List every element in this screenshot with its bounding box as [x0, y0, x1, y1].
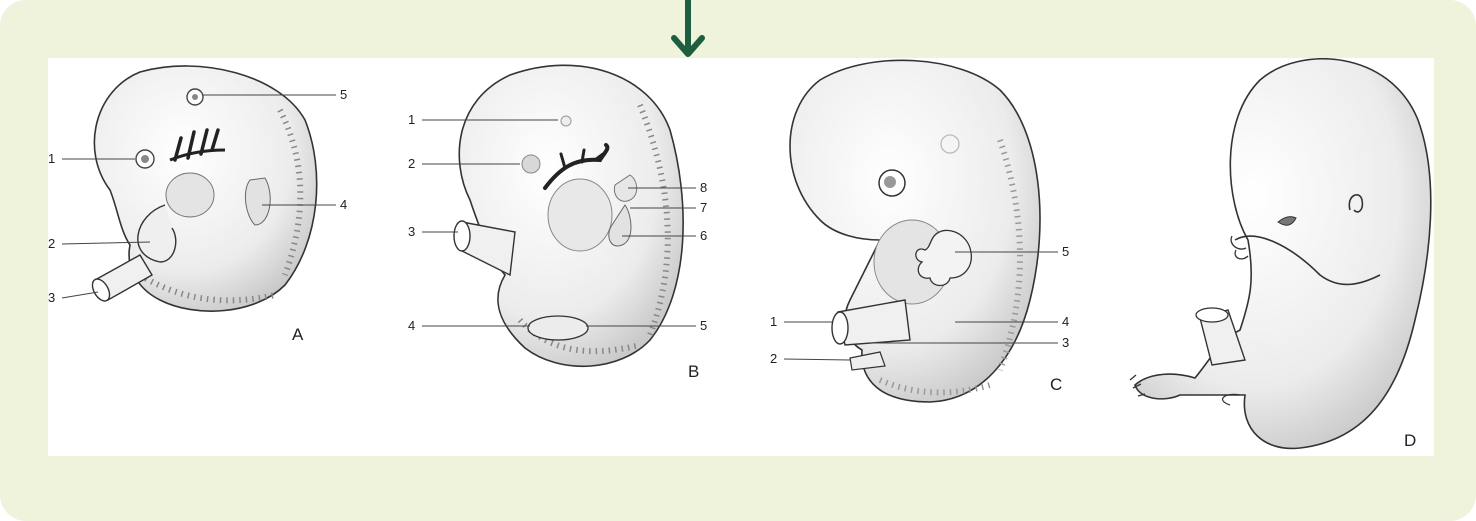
label-c-5: 5	[1062, 244, 1069, 259]
label-b-6: 6	[700, 228, 707, 243]
label-b-2: 2	[408, 156, 415, 171]
label-c-3: 3	[1062, 335, 1069, 350]
label-b-4: 4	[408, 318, 415, 333]
embryo-a: 1 2 3 4 5 A	[48, 66, 347, 344]
embryo-stages-figure: 1 2 3 4 5 A 1 2 3 4	[48, 58, 1434, 456]
stage-letter-c: C	[1050, 375, 1062, 394]
stage-letter-d: D	[1404, 431, 1416, 450]
label-a-5: 5	[340, 87, 347, 102]
embryo-c: 1 2 3 4 5 C	[770, 60, 1069, 402]
stage-letter-b: B	[688, 362, 699, 381]
label-a-2: 2	[48, 236, 55, 251]
label-c-4: 4	[1062, 314, 1069, 329]
label-b-3: 3	[408, 224, 415, 239]
stage-letter-a: A	[292, 325, 304, 344]
label-a-4: 4	[340, 197, 347, 212]
label-c-1: 1	[770, 314, 777, 329]
label-b-5: 5	[700, 318, 707, 333]
label-b-7: 7	[700, 200, 707, 215]
embryo-b: 1 2 3 4 5 6 7 8 B	[408, 65, 707, 381]
label-b-8: 8	[700, 180, 707, 195]
label-b-1: 1	[408, 112, 415, 127]
label-a-3: 3	[48, 290, 55, 305]
label-a-1: 1	[48, 151, 55, 166]
label-c-2: 2	[770, 351, 777, 366]
embryo-d: D	[1130, 59, 1431, 450]
arrow-down-icon	[668, 0, 708, 62]
